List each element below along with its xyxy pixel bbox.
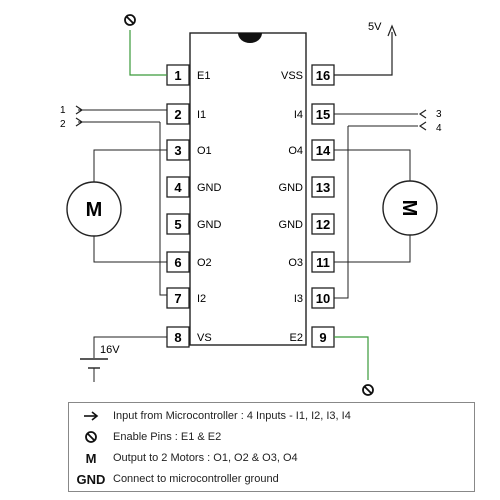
pin-right-3: 14 O4 [288,139,335,161]
pin-number: 10 [316,291,330,306]
input-arrow-icon [75,117,84,127]
pin-label: VS [197,332,212,344]
enable-e1-wire [129,30,167,76]
legend-row-enable: Enable Pins : E1 & E2 [69,428,221,446]
input-1-label: 1 [60,105,66,116]
legend-motors-text: Output to 2 Motors : O1, O2 & O3, O4 [113,452,298,464]
supply-arrow-icon [387,24,397,37]
pin-right-1: 16 VSS [281,64,335,86]
pin-left-2: 2 I1 [166,103,206,125]
legend-inputs-text: Input from Microcontroller : 4 Inputs - … [113,410,351,422]
pin-box [311,213,335,235]
pin-left-1: 1 E1 [166,64,210,86]
pin-label: I3 [294,293,303,305]
pin-label: GND [197,219,222,231]
input-arrow-icon [75,105,84,115]
motor-left-wire-o2 [93,235,167,263]
legend-motor-symbol: M [85,450,97,466]
enable-e1-icon [124,14,136,26]
pin-number: 7 [174,291,181,306]
pin-number: 11 [316,255,330,270]
pin-right-4: 13 GND [279,176,335,198]
pin-number: 6 [174,255,181,270]
pin-number: 15 [316,107,330,122]
pin-number: 9 [319,330,326,345]
motor-left-wire-o1 [93,149,167,183]
pin-number: 16 [316,68,330,83]
motor-right-wire-o3 [334,235,411,263]
pin-number: 4 [174,180,182,195]
legend-row-ground: GND Connect to microcontroller ground [69,470,279,488]
input-arrow-icon [418,121,427,131]
pin-label: I1 [197,109,206,121]
enable-e2-icon [362,384,374,396]
arrow-icon [69,410,113,422]
pin-label: E1 [197,70,210,82]
motor-left-label: M [86,199,103,221]
pin-label: GND [279,219,304,231]
input-arrow-icon [418,109,427,119]
pin-label: GND [197,182,222,194]
pin-label: O3 [288,257,303,269]
pin-left-7: 7 I2 [166,287,206,309]
pin-label: O2 [197,257,212,269]
pin-label: O1 [197,145,212,157]
pin-label: I2 [197,293,206,305]
legend-ground-text: Connect to microcontroller ground [113,473,279,485]
vs-16v-wire [93,336,167,358]
supply-16v-label: 16V [100,344,120,356]
pin-right-6: 11 O3 [288,251,335,273]
pin-left-6: 6 O2 [166,251,212,273]
input-i3-to-pin10-wire [334,126,349,299]
input-4-label: 4 [436,123,442,134]
legend-enable-text: Enable Pins : E1 & E2 [113,431,222,443]
pin-right-8: 9 E2 [290,326,335,348]
motor-right-wire-o4 [334,149,411,181]
pin-number: 5 [174,217,181,232]
vss-5v-wire [334,32,393,76]
motor-right-icon [382,180,438,236]
pin-number: 12 [316,217,330,232]
pin-left-4: 4 GND [166,176,222,198]
motor-right-label: M [398,200,420,217]
legend-row-motors: M Output to 2 Motors : O1, O2 & O3, O4 [69,449,298,467]
pin-right-5: 12 GND [279,213,335,235]
pin-number: 2 [174,107,181,122]
pin-number: 3 [174,143,181,158]
pin-label: E2 [290,332,303,344]
input-i2-to-pin7-wire [159,122,167,296]
supply-5v-label: 5V [368,21,382,33]
pin-left-8: 8 VS [166,326,212,348]
motor-left-icon [66,181,122,237]
pin-number: 8 [174,330,181,345]
pin-right-7: 10 I3 [294,287,335,309]
enable-icon [69,430,113,444]
input-2-label: 2 [60,119,66,130]
chip-notch [238,33,262,43]
pin-label: I4 [294,109,303,121]
pin-label: VSS [281,70,303,82]
legend-ground-symbol: GND [76,471,106,487]
pin-box [166,103,190,125]
pin-box [166,287,190,309]
pin-right-2: 15 I4 [294,103,335,125]
pin-label: GND [279,182,304,194]
pin-label: O4 [288,145,303,157]
chip-body [189,32,307,346]
pin-box [166,176,190,198]
legend-box: Input from Microcontroller : 4 Inputs - … [68,402,475,492]
pin-box [311,176,335,198]
pin-number: 14 [316,143,331,158]
input-3-label: 3 [436,109,442,120]
enable-e2-wire [334,336,369,380]
legend-row-inputs: Input from Microcontroller : 4 Inputs - … [69,407,351,425]
pin-number: 1 [174,68,181,83]
pin-box [166,213,190,235]
pin-number: 13 [316,180,330,195]
pin-left-5: 5 GND [166,213,222,235]
